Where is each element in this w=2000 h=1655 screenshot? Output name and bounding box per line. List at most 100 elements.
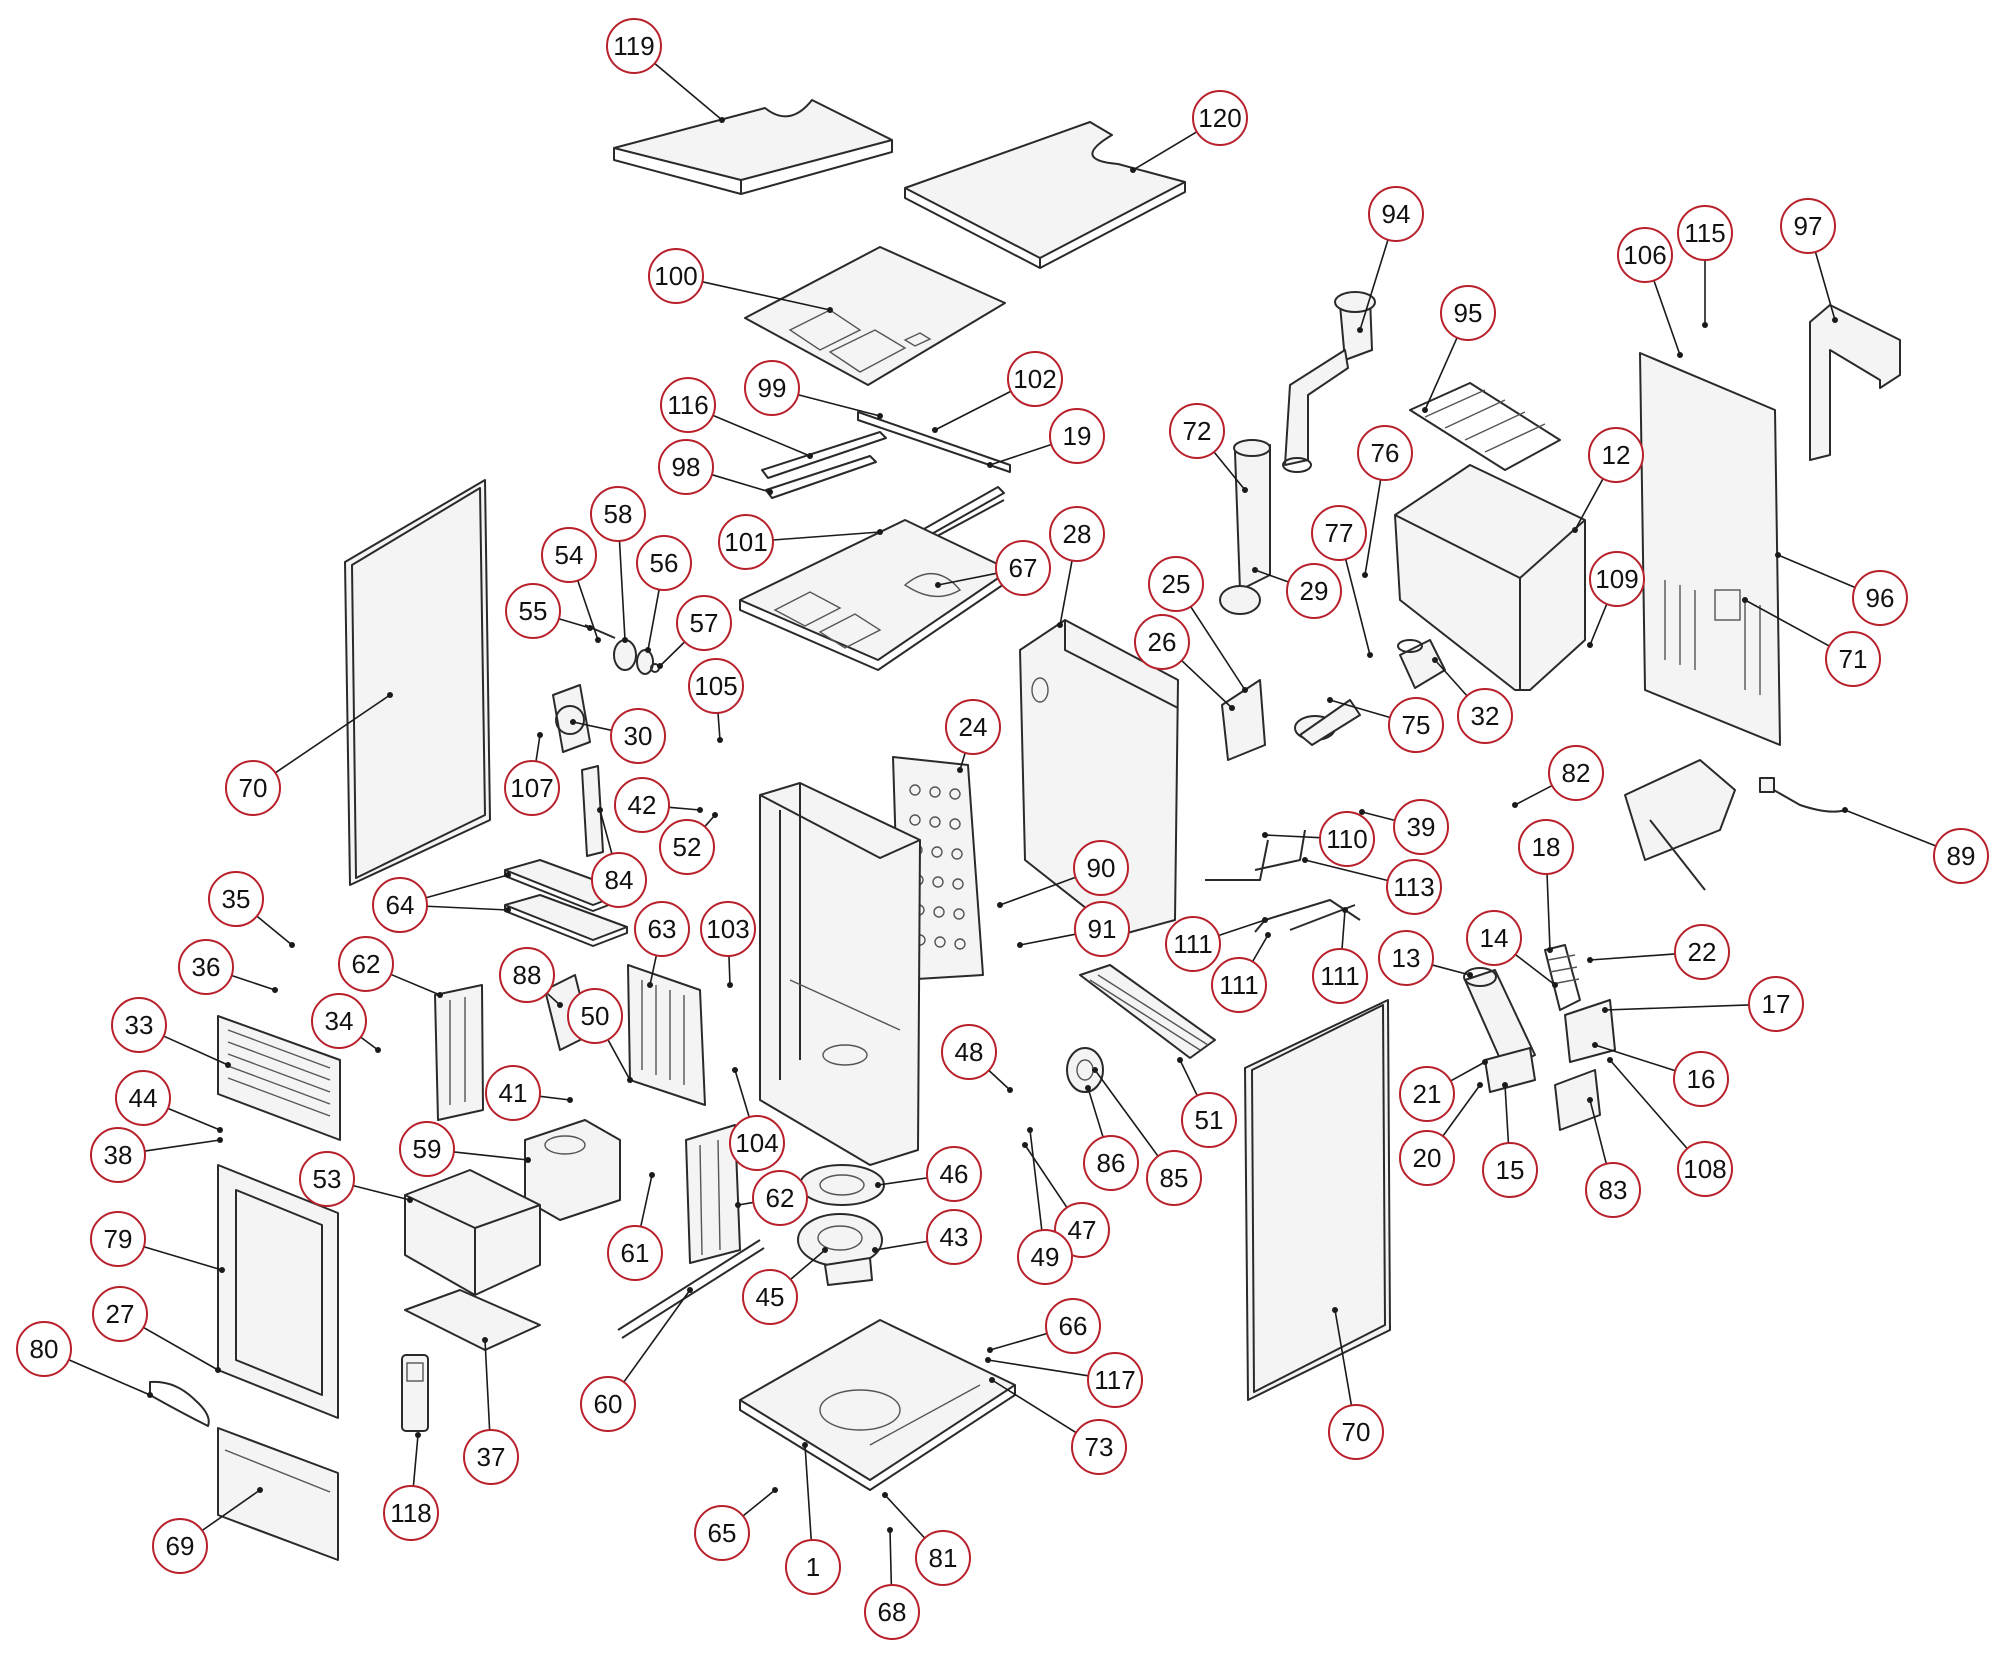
callout-circle: [1146, 1150, 1202, 1206]
callout-number: 57: [690, 608, 719, 638]
callout-118: 118: [383, 1432, 439, 1541]
callout-leader-line: [1213, 451, 1246, 491]
callout-circle: [1049, 506, 1105, 562]
callout-number: 118: [390, 1498, 431, 1528]
callout-116: 116: [660, 377, 813, 459]
callout-leader-dot: [1482, 1059, 1488, 1065]
callout-circle: [115, 1070, 171, 1126]
callout-13: 13: [1378, 930, 1473, 986]
callout-51: 51: [1177, 1057, 1237, 1148]
callout-leader-line: [599, 809, 613, 855]
bracket-84: [581, 765, 604, 857]
callout-circle: [372, 877, 428, 933]
callout-leader-dot: [1092, 1067, 1098, 1073]
callout-leader-line: [1653, 280, 1681, 356]
hinge-cable: [149, 1380, 210, 1427]
callout-circle: [607, 1225, 663, 1281]
callout-leader-dot: [1327, 697, 1333, 703]
callout-leader-line: [425, 874, 509, 899]
power-cord: [1759, 777, 1846, 813]
callout-number: 113: [1393, 872, 1434, 902]
callout-circle: [1073, 840, 1129, 896]
callout-32: 32: [1432, 657, 1513, 744]
callout-circle: [700, 901, 756, 957]
callout-circle: [208, 871, 264, 927]
callout-leader-line: [711, 473, 771, 493]
callout-circle: [383, 1485, 439, 1541]
base-plate-37: [404, 1289, 541, 1351]
callout-number: 26: [1148, 627, 1177, 657]
callout-37: 37: [463, 1337, 519, 1485]
callout-62b: 62: [735, 1170, 808, 1226]
callout-number: 60: [594, 1389, 623, 1419]
callout-leader-line: [790, 1249, 826, 1281]
callout-leader-dot: [505, 907, 511, 913]
callout-number: 59: [413, 1134, 442, 1164]
callout-71: 71: [1742, 597, 1881, 687]
callout-17: 17: [1602, 976, 1804, 1032]
callout-27: 27: [92, 1286, 221, 1373]
callout-circle: [1589, 551, 1645, 607]
callout-circle: [718, 514, 774, 570]
callout-18: 18: [1518, 819, 1574, 953]
callout-leader-line: [231, 974, 276, 991]
callout-leader-line: [618, 540, 626, 641]
callout-leader-dot: [1467, 972, 1473, 978]
callout-number: 29: [1300, 576, 1329, 606]
callout-number: 43: [940, 1222, 969, 1252]
callout-number: 69: [166, 1531, 195, 1561]
callout-leader-line: [1431, 964, 1471, 976]
callout-leader-dot: [727, 982, 733, 988]
callout-number: 62: [766, 1183, 795, 1213]
callout-circle: [225, 760, 281, 816]
callout-leader-dot: [1130, 167, 1136, 173]
callout-circle: [1674, 924, 1730, 980]
callout-leader-dot: [1242, 687, 1248, 693]
callout-leader-line: [1251, 934, 1269, 963]
callout-number: 44: [129, 1083, 158, 1113]
callout-number: 90: [1087, 853, 1116, 883]
callout-62a: 62: [338, 936, 443, 998]
callout-circle: [864, 1584, 920, 1640]
callout-leader-line: [1264, 834, 1321, 839]
callout-circle: [16, 1321, 72, 1377]
callout-number: 76: [1371, 438, 1400, 468]
callout-number: 115: [1684, 218, 1725, 248]
main-frame: [759, 782, 921, 1166]
callout-circle: [926, 1146, 982, 1202]
callout-circle: [606, 18, 662, 74]
callout-circle: [1311, 505, 1367, 561]
top-plate: [744, 246, 1006, 386]
callout-leader-line: [1574, 478, 1604, 531]
callout-leader-dot: [1085, 1085, 1091, 1091]
callout-leader-dot: [989, 1377, 995, 1383]
callout-number: 53: [313, 1164, 342, 1194]
callout-leader-line: [1589, 953, 1676, 961]
callout-circle: [744, 360, 800, 416]
callout-circle: [1007, 351, 1063, 407]
callout-leader-dot: [557, 1002, 563, 1008]
callout-circle: [1388, 697, 1444, 753]
callout-102: 102: [932, 351, 1063, 433]
callout-leader-line: [1329, 699, 1391, 719]
callout-number: 99: [758, 373, 787, 403]
base-plate: [739, 1319, 1016, 1491]
heat-panel-62-lower: [685, 1124, 741, 1264]
callout-circle: [945, 699, 1001, 755]
callout-number: 58: [604, 499, 633, 529]
callout-leader-dot: [1367, 652, 1373, 658]
callout-24: 24: [945, 699, 1001, 773]
callout-circle: [634, 901, 690, 957]
callout-64: 64: [372, 872, 511, 933]
callout-leader-dot: [257, 1487, 263, 1493]
callout-leader-dot: [505, 872, 511, 878]
callout-109: 109: [1587, 551, 1645, 648]
callout-67: 67: [935, 540, 1051, 596]
callout-leader-line: [1094, 1069, 1159, 1157]
callout-leader-dot: [482, 1337, 488, 1343]
callout-number: 36: [192, 952, 221, 982]
callout-leader-line: [144, 1139, 221, 1152]
callout-104: 104: [729, 1067, 785, 1171]
callout-leader-dot: [1252, 567, 1258, 573]
